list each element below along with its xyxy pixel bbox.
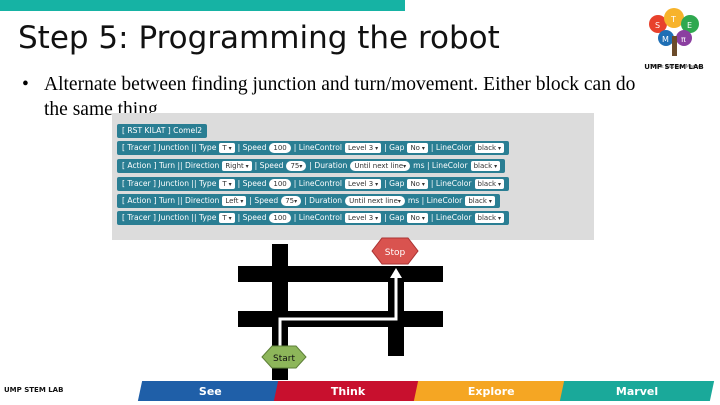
linecolor-dropdown[interactable]: black xyxy=(474,143,505,153)
start-marker xyxy=(261,345,307,369)
footer-band-think: Think xyxy=(273,381,423,401)
block-text: ms | LineColor xyxy=(407,196,463,205)
footer-band-marvel: Marvel xyxy=(559,381,715,401)
block-text: | LineColor xyxy=(430,143,472,152)
start-label: Start xyxy=(273,354,295,364)
block-text: | LineControl xyxy=(293,213,343,222)
svg-text:S: S xyxy=(655,21,660,30)
stop-label: Stop xyxy=(385,248,406,258)
code-header-label: [ RST KILAT ] Comel2 xyxy=(122,126,203,135)
block-text: | Gap xyxy=(384,213,405,222)
svg-text:E: E xyxy=(687,21,692,30)
duration-dropdown[interactable]: Until next line xyxy=(350,161,411,171)
tracer-block-1[interactable]: [ Tracer ] Junction || Type T | Speed 10… xyxy=(117,141,510,155)
block-text: | Duration xyxy=(304,196,343,205)
action-block-2[interactable]: [ Action ] Turn || Direction Left | Spee… xyxy=(117,194,500,208)
footer-band-see: See xyxy=(137,381,283,401)
block-text: [ Tracer ] Junction || Type xyxy=(122,179,217,188)
footer-band-explore: Explore xyxy=(413,381,569,401)
duration-dropdown[interactable]: Until next line xyxy=(345,196,405,206)
linecolor-dropdown[interactable]: black xyxy=(465,196,495,206)
type-dropdown[interactable]: T xyxy=(219,179,235,189)
block-text: [ Tracer ] Junction || Type xyxy=(122,143,217,152)
block-text: | Duration xyxy=(309,161,348,170)
tracer-block-2[interactable]: [ Tracer ] Junction || Type T | Speed 10… xyxy=(117,177,510,191)
band-label: Explore xyxy=(467,384,515,398)
code-header-block[interactable]: [ RST KILAT ] Comel2 xyxy=(117,124,208,138)
logo-tagline: Think Explore Marvel xyxy=(649,64,702,70)
linecolor-dropdown[interactable]: black xyxy=(474,179,505,189)
speed-input[interactable]: 100 xyxy=(269,143,291,153)
linecolor-dropdown[interactable]: black xyxy=(470,161,501,171)
block-text: [ Action ] Turn || Direction xyxy=(122,196,220,205)
linecontrol-dropdown[interactable]: Level 3 xyxy=(345,143,382,153)
block-text: [ Tracer ] Junction || Type xyxy=(122,213,217,222)
svg-text:T: T xyxy=(670,15,676,24)
speed-input[interactable]: 75 xyxy=(286,161,307,171)
ump-stem-lab-logo: S T E M π Think Explore Marvel xyxy=(649,8,702,70)
block-text: | LineColor xyxy=(430,213,472,222)
maze-line-top-horizontal xyxy=(238,266,443,282)
speed-input[interactable]: 100 xyxy=(269,179,291,189)
block-text: | LineColor xyxy=(430,179,472,188)
band-label: Marvel xyxy=(615,384,659,398)
slide-title: Step 5: Programming the robot xyxy=(18,20,500,56)
footer-lab-name: UMP STEM LAB xyxy=(4,386,64,394)
block-text: | Speed xyxy=(249,196,279,205)
robot-path xyxy=(278,274,398,354)
action-block-1[interactable]: [ Action ] Turn || Direction Right | Spe… xyxy=(117,159,506,173)
svg-text:M: M xyxy=(662,35,669,44)
linecolor-dropdown[interactable]: black xyxy=(474,213,505,223)
block-text: [ Action ] Turn || Direction xyxy=(122,161,220,170)
bullet-dot: • xyxy=(22,74,29,95)
gap-dropdown[interactable]: No xyxy=(407,213,428,223)
top-accent-bar xyxy=(0,0,405,11)
direction-dropdown[interactable]: Right xyxy=(222,161,252,171)
block-text: | LineControl xyxy=(293,143,343,152)
band-label: See xyxy=(198,384,222,398)
type-dropdown[interactable]: T xyxy=(219,213,235,223)
tracer-block-3[interactable]: [ Tracer ] Junction || Type T | Speed 10… xyxy=(117,211,510,225)
block-text: | Speed xyxy=(237,179,267,188)
speed-input[interactable]: 100 xyxy=(269,213,291,223)
linecontrol-dropdown[interactable]: Level 3 xyxy=(345,179,382,189)
direction-dropdown[interactable]: Left xyxy=(222,196,247,206)
block-text: | Gap xyxy=(384,179,405,188)
line-maze: Start Stop xyxy=(238,237,443,380)
block-text: | Gap xyxy=(384,143,405,152)
gap-dropdown[interactable]: No xyxy=(407,179,428,189)
code-panel: [ RST KILAT ] Comel2 [ Tracer ] Junction… xyxy=(112,113,594,240)
speed-input[interactable]: 75 xyxy=(281,196,302,206)
gap-dropdown[interactable]: No xyxy=(407,143,428,153)
linecontrol-dropdown[interactable]: Level 3 xyxy=(345,213,382,223)
path-arrow-icon xyxy=(390,268,402,278)
block-text: | Speed xyxy=(237,213,267,222)
block-text: | Speed xyxy=(254,161,284,170)
logo-name: UMP STEM LAB xyxy=(644,63,704,71)
block-text: | Speed xyxy=(237,143,267,152)
band-label: Think xyxy=(330,384,366,398)
block-text: ms | LineColor xyxy=(413,161,468,170)
svg-text:π: π xyxy=(681,35,686,44)
stop-marker xyxy=(371,237,419,265)
block-text: | LineControl xyxy=(293,179,343,188)
type-dropdown[interactable]: T xyxy=(219,143,235,153)
